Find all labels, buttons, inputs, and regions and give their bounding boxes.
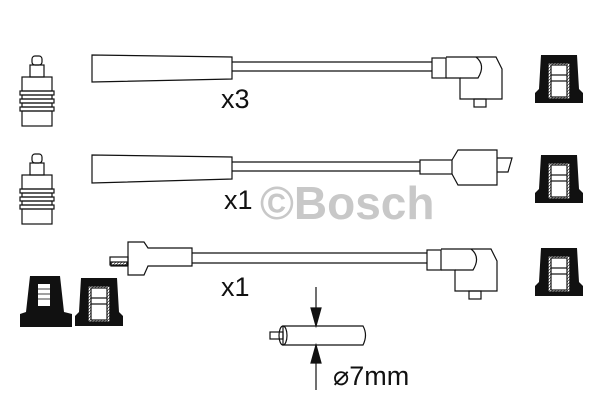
rubber-boot — [534, 247, 584, 297]
cable-boot — [91, 54, 233, 83]
dimension-arrows — [310, 287, 322, 390]
straight-connector — [109, 241, 193, 276]
quantity-label: x1 — [224, 185, 253, 215]
straight-connector — [419, 149, 513, 186]
cable — [232, 61, 432, 72]
quantity-label: x1 — [221, 272, 250, 302]
coil-cap — [20, 276, 72, 327]
quantity-label: x3 — [221, 84, 250, 114]
cable-boot — [91, 154, 233, 184]
spark-plug-terminal — [19, 153, 55, 225]
cable-cross-section — [269, 325, 367, 346]
cable — [232, 161, 420, 172]
angled-connector — [431, 56, 503, 108]
angled-connector — [426, 248, 498, 300]
cable-diameter-label: ⌀7mm — [333, 361, 410, 391]
bosch-watermark: ©Bosch — [260, 177, 435, 229]
cable — [192, 252, 427, 264]
rubber-boot — [534, 154, 584, 204]
rubber-boot — [534, 54, 584, 104]
rubber-boot — [74, 277, 124, 327]
spark-plug-terminal — [19, 55, 55, 127]
